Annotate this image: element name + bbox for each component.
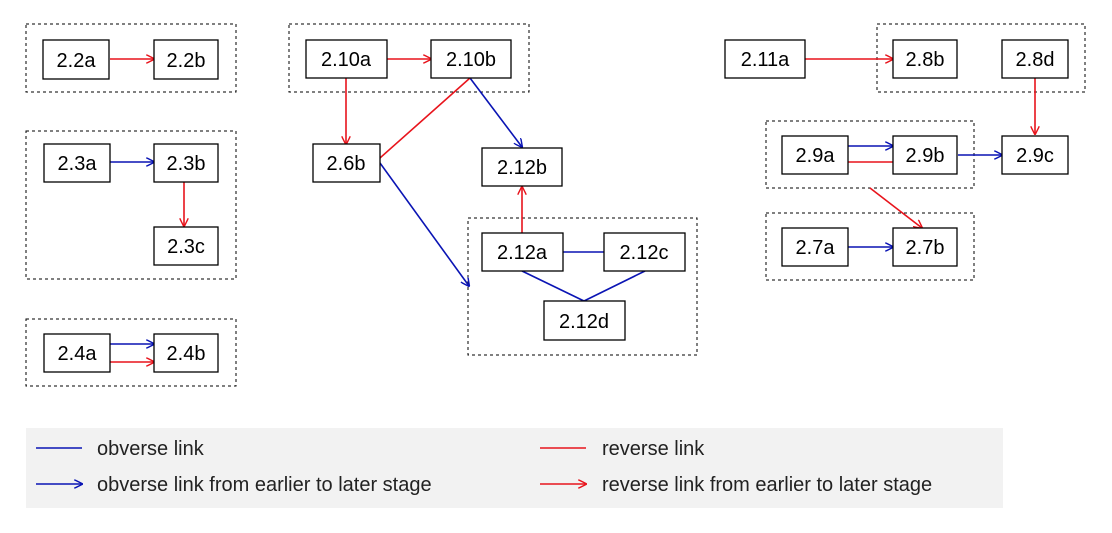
node-2-3a: 2.3a bbox=[43, 143, 111, 183]
legend: obverse link obverse link from earlier t… bbox=[26, 428, 1003, 508]
node-2-12a: 2.12a bbox=[481, 232, 564, 272]
group-2-10 bbox=[288, 23, 530, 93]
node-2-9a: 2.9a bbox=[781, 135, 849, 175]
link-2-6b-2-10b bbox=[379, 77, 471, 159]
node-label: 2.7b bbox=[906, 237, 945, 259]
node-2-9b: 2.9b bbox=[892, 135, 958, 175]
node-2-9c: 2.9c bbox=[1001, 135, 1069, 175]
node-2-4a: 2.4a bbox=[43, 333, 111, 373]
node-label: 2.9a bbox=[796, 145, 836, 167]
node-label: 2.7a bbox=[796, 237, 836, 259]
legend-reverse-link-label: reverse link bbox=[602, 438, 705, 460]
node-2-3c: 2.3c bbox=[153, 226, 219, 266]
group-2-12 bbox=[467, 217, 698, 356]
node-2-12c: 2.12c bbox=[603, 232, 686, 272]
node-label: 2.3b bbox=[167, 153, 206, 175]
legend-reverse-arrow-label: reverse link from earlier to later stage bbox=[602, 474, 932, 496]
legend-obverse-link-label: obverse link bbox=[97, 438, 205, 460]
node-label: 2.3a bbox=[58, 153, 98, 175]
group-2-8 bbox=[876, 23, 1086, 93]
node-2-10b: 2.10b bbox=[430, 39, 512, 79]
node-2-12b: 2.12b bbox=[481, 147, 563, 187]
node-2-7a: 2.7a bbox=[781, 227, 849, 267]
legend-obverse-arrow-label: obverse link from earlier to later stage bbox=[97, 474, 432, 496]
node-2-4b: 2.4b bbox=[153, 333, 219, 373]
node-label: 2.3c bbox=[167, 236, 205, 258]
node-label: 2.12d bbox=[559, 311, 609, 333]
node-2-3b: 2.3b bbox=[153, 143, 219, 183]
node-label: 2.2a bbox=[57, 50, 97, 72]
link-2-9group-2-7b bbox=[869, 187, 922, 228]
link-2-12a-2-12d bbox=[521, 270, 585, 302]
node-2-2a: 2.2a bbox=[42, 39, 110, 80]
node-label: 2.2b bbox=[167, 50, 206, 72]
group-2-4 bbox=[25, 318, 237, 387]
node-label: 2.9b bbox=[906, 145, 945, 167]
link-2-10b-2-12b bbox=[469, 77, 522, 147]
node-2-12d: 2.12d bbox=[543, 300, 626, 341]
link-2-6b-2-12group bbox=[379, 162, 469, 286]
node-2-8b: 2.8b bbox=[892, 39, 958, 79]
node-label: 2.8d bbox=[1016, 49, 1055, 71]
node-2-8d: 2.8d bbox=[1001, 39, 1069, 79]
node-label: 2.11a bbox=[741, 49, 790, 71]
node-2-11a: 2.11a bbox=[724, 39, 806, 79]
legend-background bbox=[26, 428, 1003, 508]
node-2-2b: 2.2b bbox=[153, 39, 219, 80]
link-2-12c-2-12d bbox=[583, 270, 646, 302]
node-label: 2.4a bbox=[58, 343, 98, 365]
group-2-3 bbox=[25, 130, 237, 280]
node-label: 2.10a bbox=[321, 49, 372, 71]
node-label: 2.8b bbox=[906, 49, 945, 71]
node-label: 2.12b bbox=[497, 157, 547, 179]
node-label: 2.12a bbox=[497, 242, 548, 264]
node-2-6b: 2.6b bbox=[312, 143, 381, 183]
node-label: 2.4b bbox=[167, 343, 206, 365]
node-label: 2.6b bbox=[327, 153, 366, 175]
node-2-10a: 2.10a bbox=[305, 39, 388, 79]
group-2-2 bbox=[25, 23, 237, 93]
node-label: 2.10b bbox=[446, 49, 496, 71]
node-label: 2.9c bbox=[1016, 145, 1054, 167]
node-2-7b: 2.7b bbox=[892, 227, 958, 267]
node-label: 2.12c bbox=[620, 242, 669, 264]
group-2-7 bbox=[765, 212, 975, 281]
